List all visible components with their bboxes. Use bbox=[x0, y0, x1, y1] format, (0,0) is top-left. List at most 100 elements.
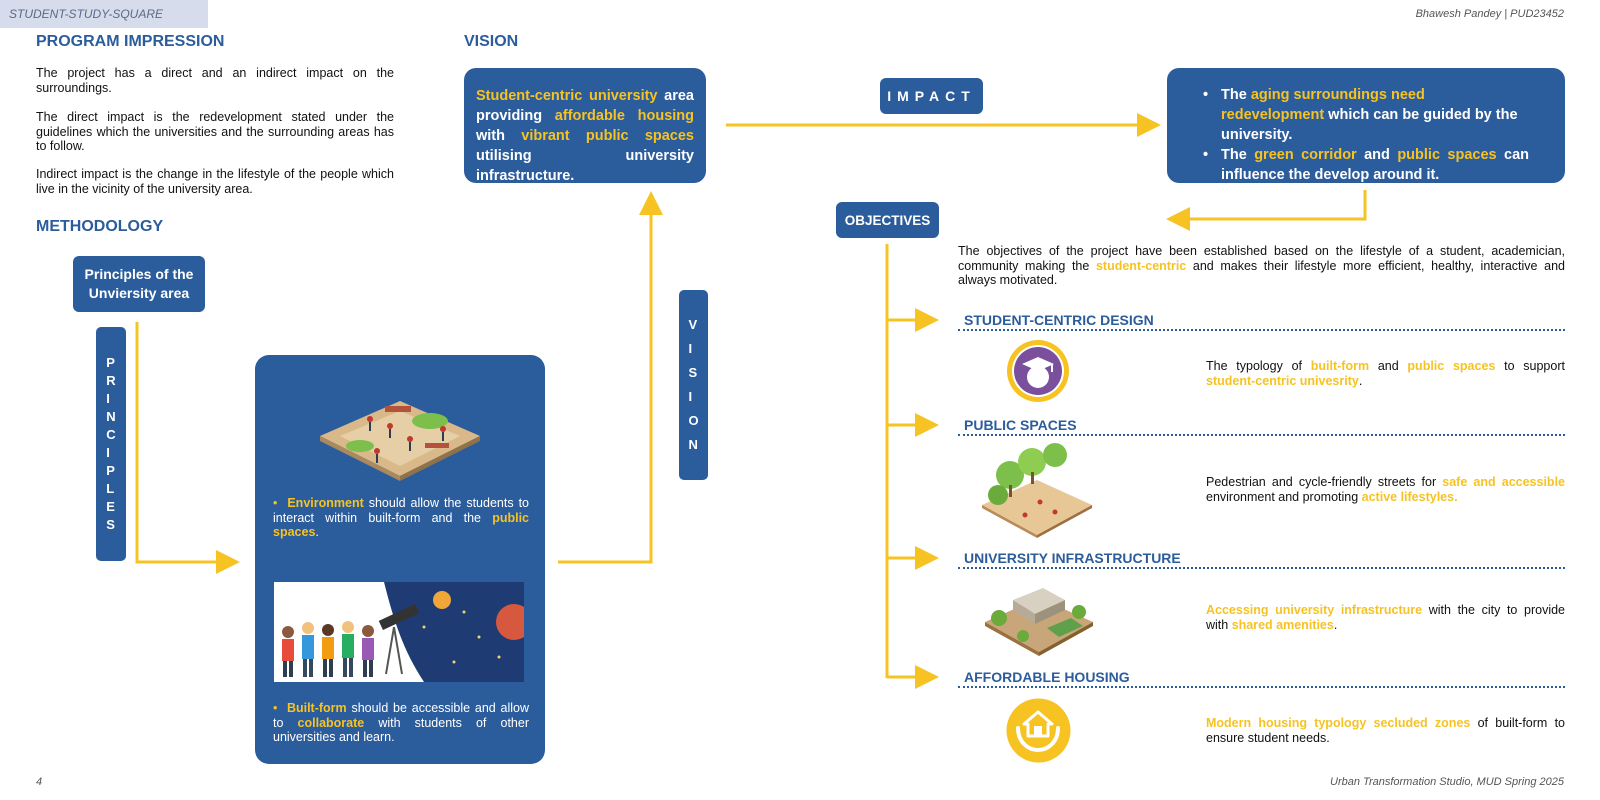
vision-box: Student-centric university area providin… bbox=[464, 68, 706, 184]
vertical-letter: L bbox=[106, 481, 115, 496]
impact-label: IMPACT bbox=[880, 78, 983, 114]
highlight-built-form: Built-form bbox=[286, 701, 347, 715]
text: to support bbox=[1495, 359, 1565, 373]
highlight: Modern housing typology secluded zones bbox=[1206, 716, 1471, 730]
highlight-public-spaces: public spaces bbox=[1397, 147, 1497, 163]
impact-box: • The aging surroundings need redevelopm… bbox=[1167, 68, 1565, 183]
highlight: built-form bbox=[1310, 359, 1370, 373]
objective-text-public-spaces: Pedestrian and cycle-friendly streets fo… bbox=[1206, 475, 1565, 504]
objective-text-student-centric: The typology of built-form and public sp… bbox=[1206, 359, 1565, 388]
card-bullet-environment: • Environment should allow the students … bbox=[273, 496, 529, 540]
text: and makes their lifestyle more efficient… bbox=[958, 258, 1565, 288]
text: The bbox=[1221, 147, 1255, 163]
vertical-letter: P bbox=[106, 355, 115, 370]
text: area providing bbox=[476, 88, 694, 124]
divider bbox=[958, 329, 1565, 331]
text: can influence the develop around it. bbox=[1221, 147, 1530, 183]
impact-bullet-2: • The green corridor and public spaces c… bbox=[1203, 147, 1530, 183]
impact-bullet-1: • The aging surroundings need redevelopm… bbox=[1203, 87, 1518, 143]
graduate-icon bbox=[1007, 340, 1069, 402]
objective-title-university-infrastructure: UNIVERSITY INFRASTRUCTURE bbox=[964, 550, 1181, 566]
text: Pedestrian and cycle-friendly streets fo… bbox=[1206, 475, 1443, 489]
text: and bbox=[1356, 147, 1398, 163]
objectives-intro: The objectives of the project have been … bbox=[958, 244, 1565, 288]
text: The objectives of the project have been … bbox=[958, 244, 1565, 273]
objective-title-affordable-housing: AFFORDABLE HOUSING bbox=[964, 669, 1130, 685]
vertical-letter: S bbox=[688, 365, 698, 380]
project-tag: STUDENT-STUDY-SQUARE bbox=[0, 0, 208, 28]
program-para-1: The project has a direct and an indirect… bbox=[36, 66, 394, 95]
highlight-student-centric: Student-centric university bbox=[476, 88, 658, 104]
text: environment and promoting bbox=[1206, 489, 1362, 504]
text: . bbox=[1333, 617, 1338, 632]
highlight: safe and accessible bbox=[1442, 475, 1565, 489]
vertical-letter: I bbox=[688, 389, 693, 404]
objectives-label: OBJECTIVES bbox=[836, 202, 939, 238]
vertical-letter: I bbox=[688, 341, 693, 356]
vertical-letter: N bbox=[106, 409, 116, 424]
vertical-letter: O bbox=[688, 413, 699, 428]
vertical-letter: R bbox=[106, 373, 116, 388]
vertical-letter: C bbox=[106, 427, 116, 442]
highlight-student-centric: student-centric bbox=[1095, 258, 1187, 273]
highlight: Accessing university infrastructure bbox=[1206, 603, 1423, 617]
divider bbox=[958, 434, 1565, 436]
vertical-letter: N bbox=[688, 437, 698, 452]
program-heading: PROGRAM IMPRESSION bbox=[36, 33, 225, 50]
house-in-hands-icon bbox=[1006, 698, 1071, 763]
highlight: student-centric univesrity bbox=[1206, 373, 1359, 388]
highlight: shared amenities bbox=[1231, 617, 1334, 632]
vertical-letter: I bbox=[106, 445, 110, 460]
vertical-letter: P bbox=[106, 463, 115, 478]
text: utilising university infrastructure. bbox=[476, 148, 694, 184]
text: The typology of bbox=[1206, 359, 1311, 373]
highlight: active lifestyles. bbox=[1361, 489, 1458, 504]
vertical-letter: S bbox=[106, 517, 115, 532]
text: with students of other universities and … bbox=[273, 715, 529, 745]
text: which can be guided by the university. bbox=[1221, 107, 1518, 143]
program-para-3: Indirect impact is the change in the lif… bbox=[36, 167, 394, 196]
plaza-illustration bbox=[320, 401, 480, 481]
text: and bbox=[1369, 359, 1408, 373]
vertical-letter: I bbox=[106, 391, 110, 406]
highlight-green-corridor: green corridor bbox=[1254, 147, 1357, 163]
text: . bbox=[1358, 373, 1363, 388]
vision-heading: VISION bbox=[464, 33, 519, 50]
text: should allow the students to interact wi… bbox=[273, 496, 529, 525]
objective-text-university-infrastructure: Accessing university infrastructure with… bbox=[1206, 603, 1565, 632]
studio-credit: Urban Transformation Studio, MUD Spring … bbox=[1330, 776, 1564, 788]
vertical-letter: V bbox=[688, 317, 698, 332]
highlight-environment: Environment bbox=[287, 496, 364, 510]
highlight-aging-surroundings: aging surroundings need redevelopment bbox=[1221, 87, 1425, 123]
objective-title-public-spaces: PUBLIC SPACES bbox=[964, 417, 1077, 433]
park-illustration bbox=[982, 443, 1092, 538]
program-para-2: The direct impact is the redevelopment s… bbox=[36, 110, 394, 153]
campus-illustration bbox=[985, 588, 1093, 656]
text: The bbox=[1221, 87, 1251, 103]
objective-title-student-centric: STUDENT-CENTRIC DESIGN bbox=[964, 312, 1154, 328]
highlight-collaborate: collaborate bbox=[297, 715, 365, 730]
divider bbox=[958, 686, 1565, 688]
author-credit: Bhawesh Pandey | PUD23452 bbox=[1415, 8, 1564, 20]
text: of built-form to ensure student needs. bbox=[1206, 716, 1565, 745]
divider bbox=[958, 567, 1565, 569]
principles-box: Principles of the Unviersity area bbox=[73, 256, 205, 312]
card-bullet-built-form: • Built-form should be accessible and al… bbox=[273, 701, 529, 745]
objective-text-affordable-housing: Modern housing typology secluded zones o… bbox=[1206, 716, 1565, 745]
text: with bbox=[476, 128, 522, 144]
page-number: 4 bbox=[36, 776, 43, 788]
students-illustration bbox=[274, 582, 524, 682]
text: with the city to provide with bbox=[1206, 603, 1565, 632]
highlight-public-spaces: public spaces bbox=[273, 510, 529, 540]
methodology-heading: METHODOLOGY bbox=[36, 218, 164, 235]
highlight-vibrant-public-spaces: vibrant public spaces bbox=[521, 128, 694, 144]
principles-card: • Environment should allow the students … bbox=[255, 355, 545, 764]
vertical-letter: E bbox=[106, 499, 115, 514]
highlight-affordable-housing: affordable housing bbox=[554, 108, 694, 124]
text: . bbox=[315, 525, 319, 539]
